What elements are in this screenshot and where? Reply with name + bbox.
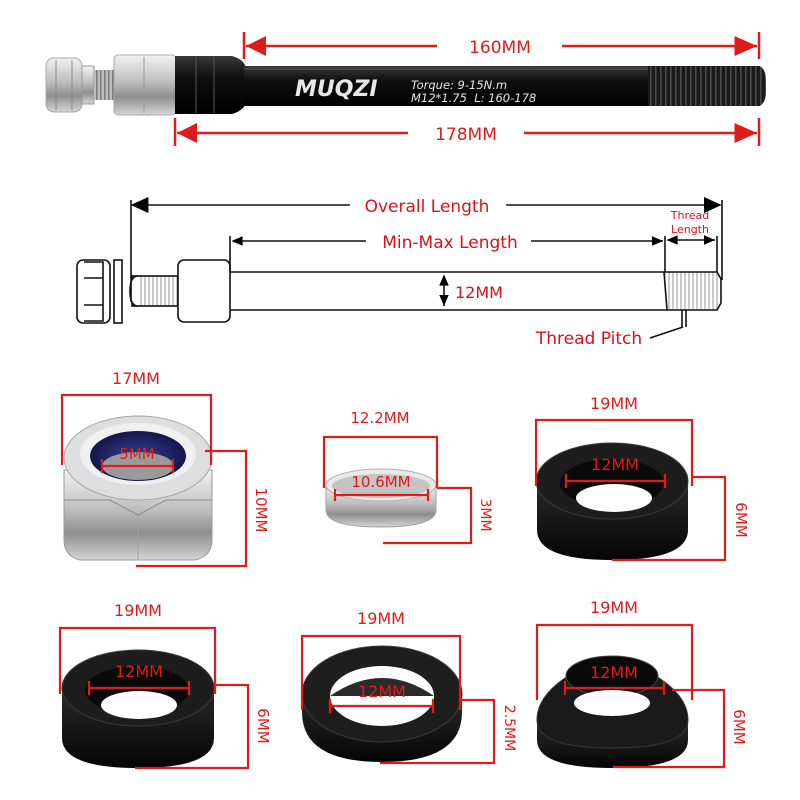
dim-178mm-label: 178MM [435,125,497,145]
schematic-nut [76,259,111,324]
thread-pitch-label: Thread Pitch [535,329,642,349]
axle-head [175,56,246,114]
axle-barrel [113,54,177,116]
axle-torque-text: Torque: 9-15N.m [411,78,507,92]
black-washer-thin-inner-label: 12MM [358,682,406,701]
silver-ring-outer-label: 12.2MM [350,409,409,427]
black-washer-thin-height-label: 2.5MM [501,705,517,751]
black-spacer-top-dimensions [534,418,727,562]
black-spacer-bottom-dimensions [58,626,250,770]
part-black-conical-spacer [536,655,689,768]
silver-ring-dimensions [322,435,473,545]
schematic-stud [131,275,179,307]
black-spacer-top-outer-label: 19MM [590,394,638,413]
black-spacer-bottom-outer-label: 19MM [114,601,162,620]
black-spacer-bottom-height-label: 6MM [254,708,272,743]
lock-nut-height-label: 10MM [252,488,270,533]
overall-length-label: Overall Length [365,197,490,217]
black-conical-spacer-outer-label: 19MM [590,598,638,617]
thru-axle-photo: MUQZI Torque: 9-15N.m M12*1.75 L: 160-17… [45,54,766,116]
part-lock-nut [63,415,213,561]
part-black-washer-thin [301,645,463,762]
schematic-barrel [177,259,231,323]
axle-brand-text: MUQZI [295,77,378,102]
black-spacer-top-inner-label: 12MM [591,455,639,474]
thread-length-label-2: Length [671,223,709,236]
axle-dimension-160 [242,32,761,59]
lock-nut-inner-label: 5MM [119,445,154,463]
diameter-12mm-label: 12MM [455,283,503,302]
min-max-length-label: Min-Max Length [382,233,518,253]
axle-stud-thread [94,70,116,100]
axle-thread-end [648,66,766,106]
black-conical-spacer-dimensions [535,623,726,769]
axle-end-nut [45,57,83,113]
axle-schematic [76,197,723,339]
black-washer-thin-dimensions [300,634,496,765]
axle-thread-spec-text: M12*1.75 L: 160-178 [411,91,536,105]
dim-160mm-label: 160MM [469,38,531,58]
schematic-washer [113,259,123,324]
axle-dimension-178 [173,118,761,146]
black-washer-thin-outer-label: 19MM [357,609,405,628]
silver-ring-height-label: 3MM [477,498,493,531]
schematic-thread [663,271,722,311]
part-black-spacer-top [535,442,689,560]
black-spacer-bottom-inner-label: 12MM [115,662,163,681]
black-conical-spacer-inner-label: 12MM [590,663,638,682]
black-spacer-top-height-label: 6MM [732,502,750,537]
thread-length-label-1: Thread [670,209,709,222]
part-silver-ring [325,468,437,528]
axle-shaft [244,66,650,106]
lock-nut-outer-label: 17MM [112,369,160,388]
lock-nut-dimensions [60,393,248,568]
black-conical-spacer-height-label: 6MM [730,709,748,744]
silver-ring-inner-label: 10.6MM [351,473,410,491]
